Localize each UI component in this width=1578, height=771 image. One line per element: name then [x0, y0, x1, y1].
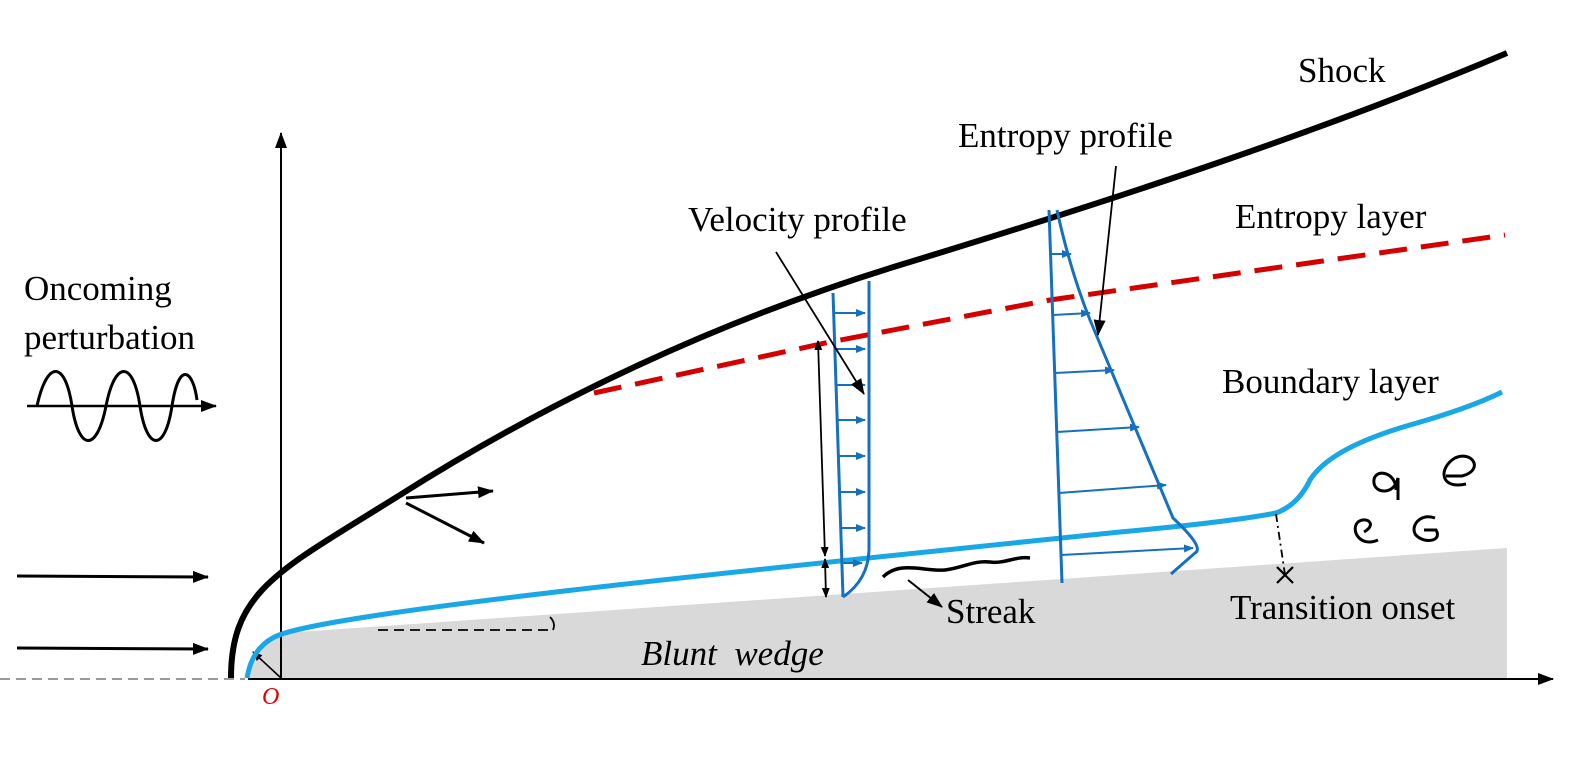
entropy-profile-axis: [1047, 209, 1064, 584]
blunt-wedge-label: Blunt wedge: [641, 634, 824, 673]
freestream-arrow-upper: [16, 570, 209, 583]
entropy-profile-curve: [1055, 209, 1199, 576]
entropy-profile-label: Entropy profile: [958, 116, 1173, 155]
velocity-profile-label: Velocity profile: [688, 200, 907, 239]
entropy-profile: [1047, 209, 1199, 584]
transition-onset-marker-icon: [1276, 566, 1294, 584]
shock-curve: [228, 50, 1509, 679]
boundary-layer-curve: [244, 389, 1504, 679]
eddy-2: [1442, 454, 1476, 487]
transition-onset-label: Transition onset: [1230, 588, 1456, 627]
reflected-wave-arrow: [405, 501, 485, 545]
entropy-layer-thickness-arrow: [814, 340, 829, 557]
eddy-4: [1412, 515, 1439, 542]
entropy-layer-label: Entropy layer: [1235, 197, 1427, 236]
transmitted-wave-arrow: [405, 486, 494, 500]
entropy-profile-arrows: [1051, 250, 1194, 556]
oncoming-perturbation-wave-icon: [27, 370, 217, 442]
velocity-profile-axis: [831, 292, 845, 598]
eddy-1: [1372, 471, 1400, 500]
oncoming-perturbation-label-line2: perturbation: [24, 318, 195, 357]
velocity-profile-curve: [842, 281, 871, 599]
entropy-profile-pointer: [1093, 165, 1117, 336]
nose-radius-arrow: [252, 651, 282, 679]
streak-pointer: [907, 579, 943, 608]
turbulent-eddies: [1353, 454, 1476, 544]
velocity-profile-pointer: [775, 251, 865, 395]
boundary-layer-thickness-arrow: [821, 558, 830, 598]
wedge-body: [248, 548, 1507, 678]
shock-label: Shock: [1298, 51, 1386, 90]
entropy-layer-curve: [593, 232, 1506, 396]
wedge-angle-arc: [549, 616, 555, 631]
streak-label: Streak: [946, 592, 1036, 631]
freestream-arrow-lower: [16, 642, 209, 655]
streak-wave: [881, 555, 1031, 579]
eddy-3: [1353, 518, 1379, 544]
transition-onset-dashdot: [1275, 513, 1286, 576]
boundary-layer-label: Boundary layer: [1222, 362, 1439, 401]
origin-label: O: [262, 684, 279, 710]
oncoming-perturbation-label-line1: Oncoming: [24, 269, 172, 308]
velocity-profile: [831, 281, 871, 599]
